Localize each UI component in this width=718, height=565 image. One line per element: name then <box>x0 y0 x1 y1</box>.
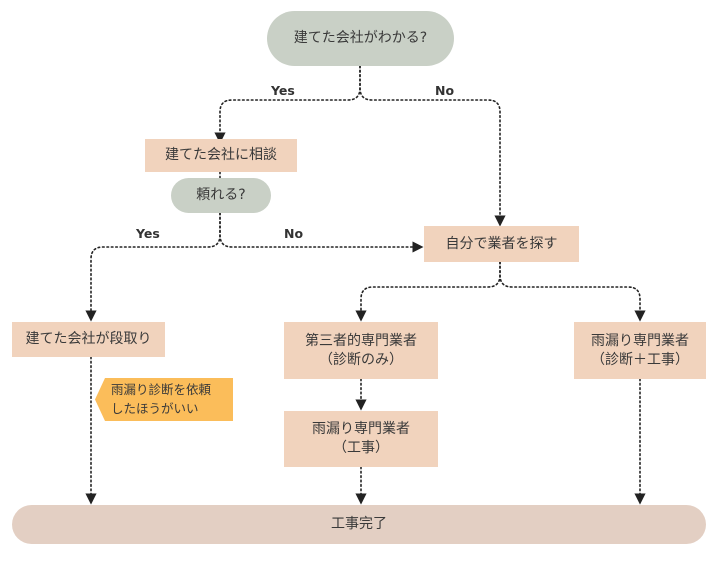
leak-full-node: 雨漏り専門業者 （診断＋工事） <box>574 322 706 379</box>
start-question-node: 建てた会社がわかる? <box>267 11 454 66</box>
leak-repair-line1: 雨漏り専門業者 <box>312 421 410 438</box>
rely-yes-label: Yes <box>136 226 160 241</box>
can-rely-question-text: 頼れる? <box>196 187 246 204</box>
consult-builder-node: 建てた会社に相談 <box>145 139 297 172</box>
start-question-text: 建てた会社がわかる? <box>293 30 428 47</box>
connector-start-yes <box>214 65 361 144</box>
start-yes-label: Yes <box>271 83 295 98</box>
leak-repair-line2: （工事） <box>333 440 389 456</box>
leak-full-line1: 雨漏り専門業者 <box>591 332 689 349</box>
leak-repair-node: 雨漏り専門業者 （工事） <box>284 411 438 467</box>
advice-note-line2: したほうがいい <box>111 400 199 416</box>
third-party-line2: （診断のみ） <box>319 351 403 368</box>
builder-arranges-node: 建てた会社が段取り <box>12 322 165 357</box>
completion-node: 工事完了 <box>12 505 706 544</box>
completion-text: 工事完了 <box>331 516 387 533</box>
third-party-node: 第三者的専門業者 （診断のみ） <box>284 322 438 379</box>
connector-find-left <box>355 261 501 322</box>
can-rely-question-node: 頼れる? <box>171 178 271 213</box>
connector-rely-yes <box>85 212 221 322</box>
third-party-line1: 第三者的専門業者 <box>305 332 417 349</box>
advice-note-line1: 雨漏り診断を依頼 <box>111 382 212 398</box>
connector-find-right <box>499 261 646 322</box>
builder-arranges-text: 建てた会社が段取り <box>25 331 152 348</box>
connector-rely-no <box>219 212 424 253</box>
find-contractor-node: 自分で業者を探す <box>424 226 579 262</box>
connector-start-no <box>359 65 506 227</box>
rely-no-label: No <box>284 226 304 241</box>
consult-builder-text: 建てた会社に相談 <box>165 147 277 164</box>
start-no-label: No <box>435 83 455 98</box>
leak-full-line2: （診断＋工事） <box>591 351 689 368</box>
find-contractor-text: 自分で業者を探す <box>445 235 558 252</box>
advice-note-tag: 雨漏り診断を依頼 したほうがいい <box>95 378 233 421</box>
